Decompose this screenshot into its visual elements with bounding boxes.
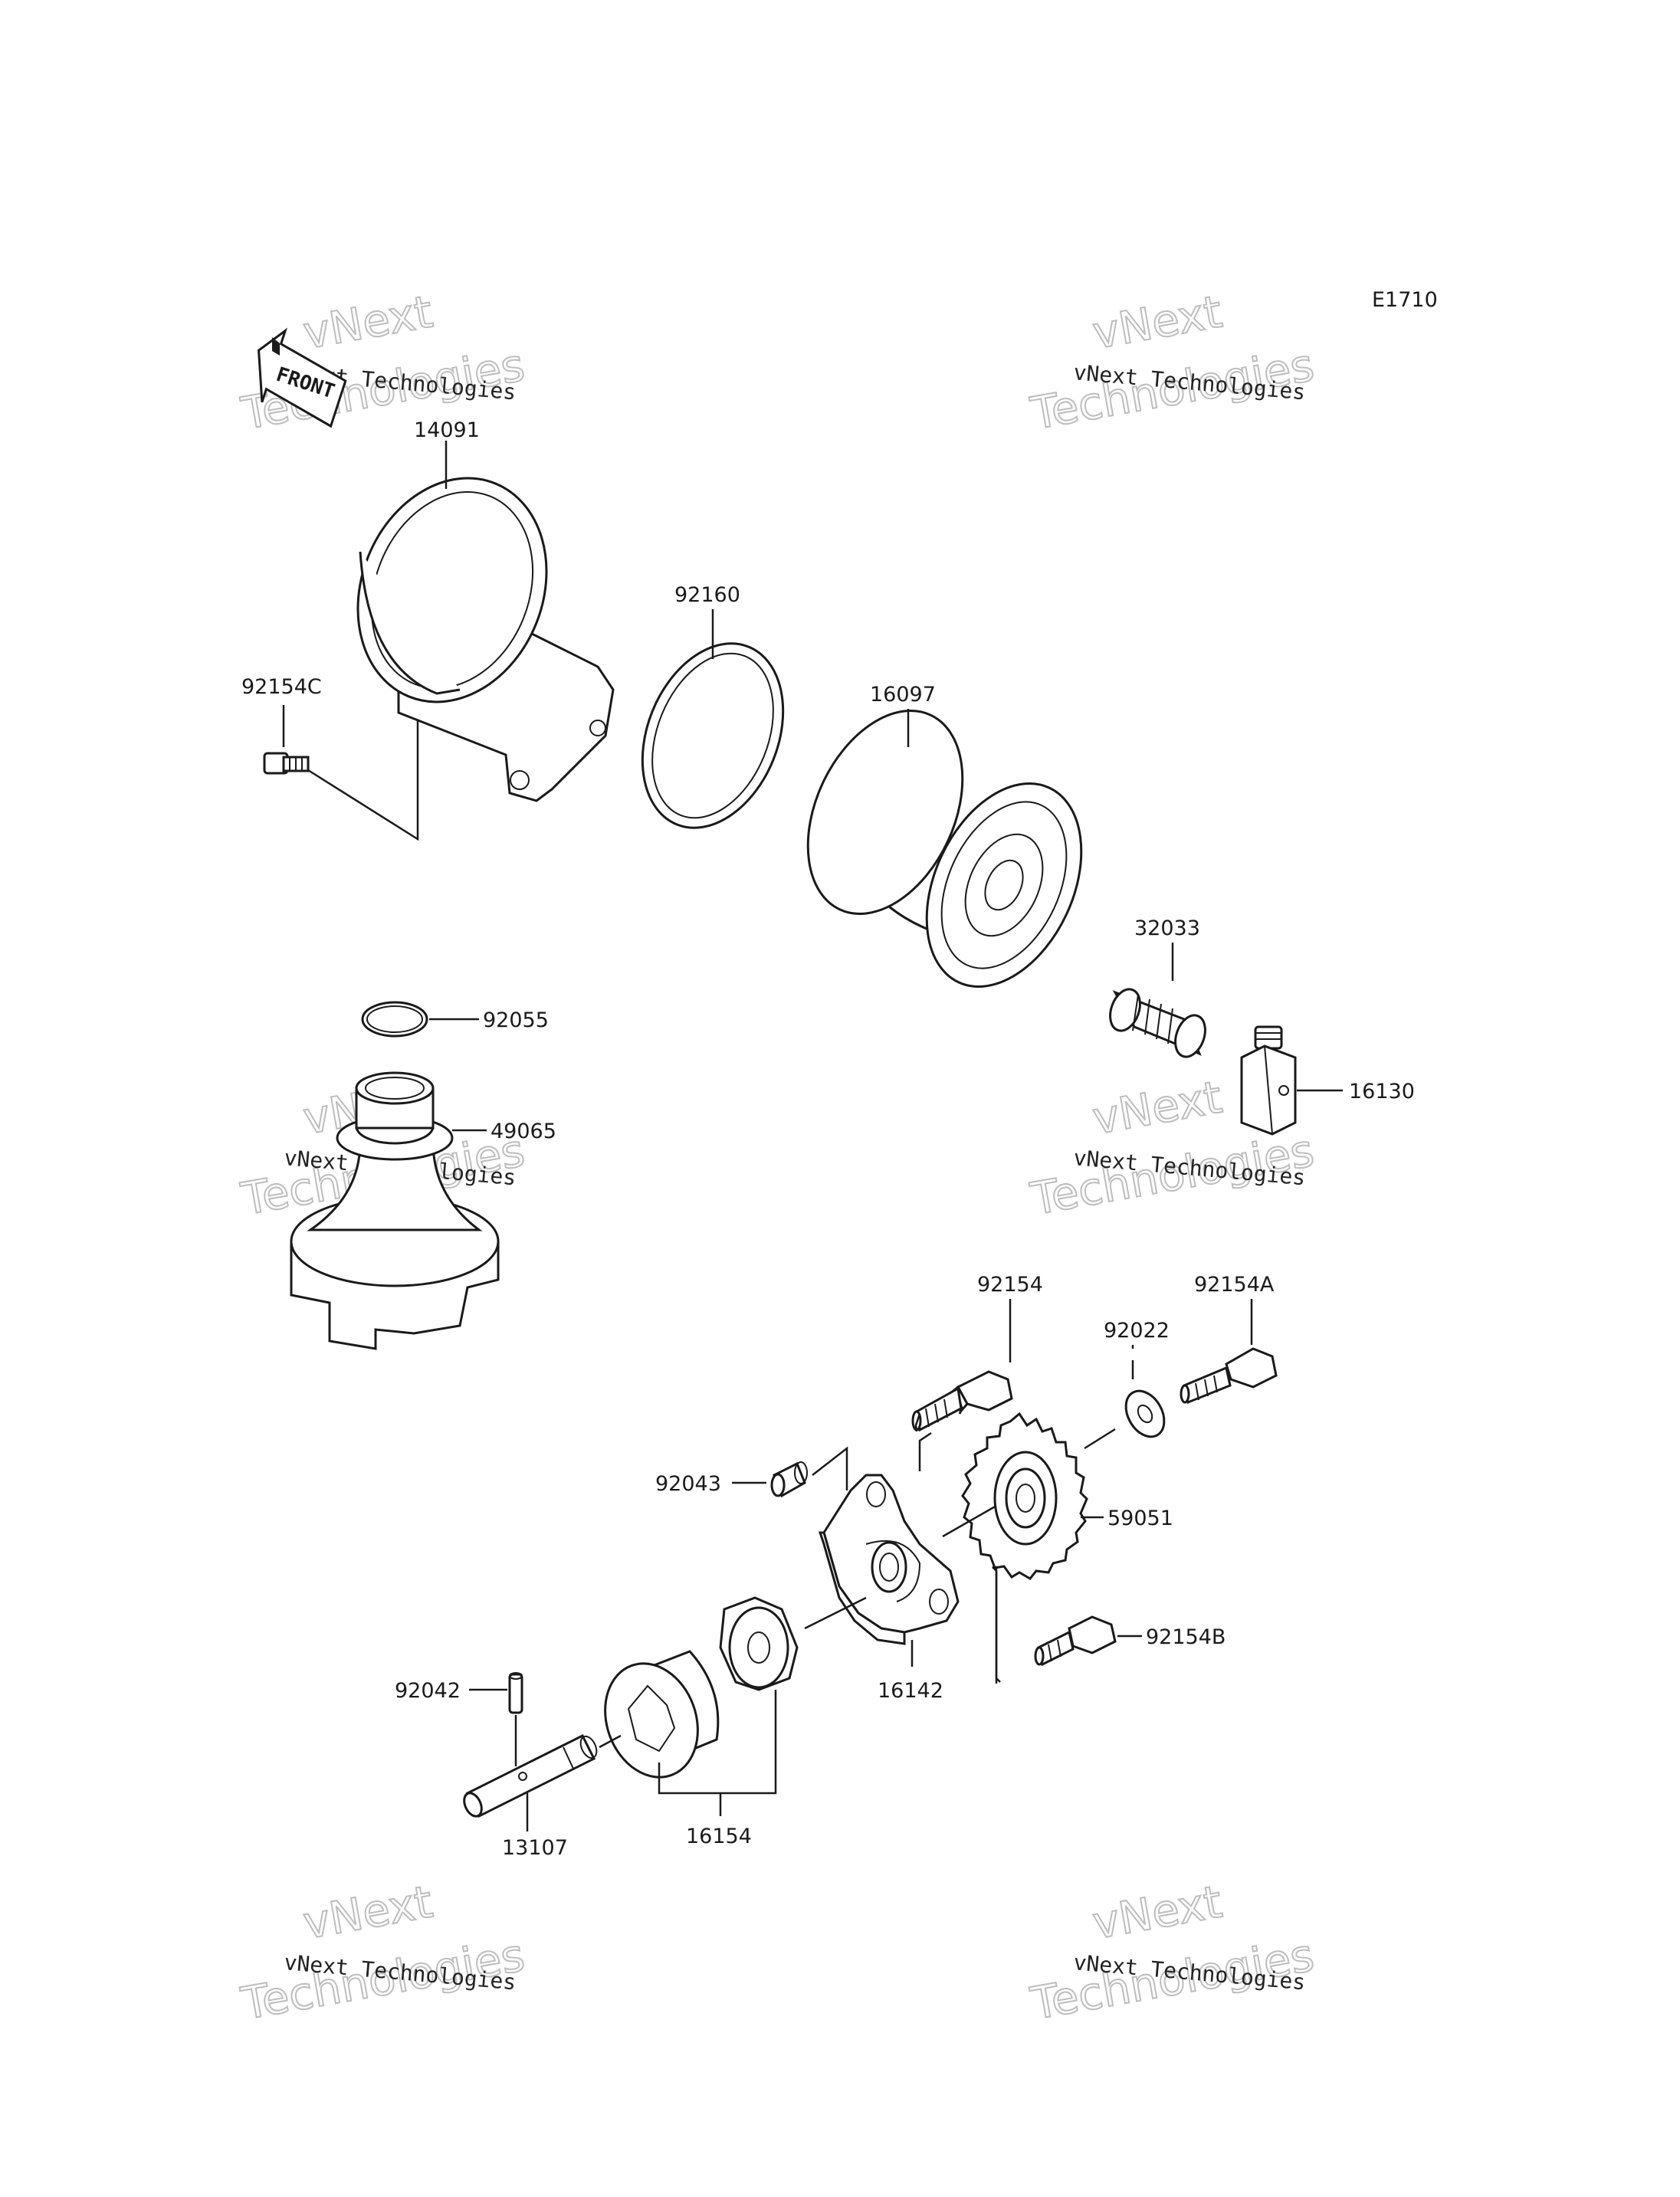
part-label-49065: 49065 [491,1120,556,1143]
part-label-16097: 16097 [870,683,936,707]
watermark-bottom-left: vNext Technologies vNext Technologies [237,1874,530,2031]
part-label-92154B: 92154B [1146,1625,1226,1649]
part-label-92154A: 92154A [1194,1273,1275,1297]
watermark-line1: vNext [1089,1071,1226,1144]
diagram-code: E1710 [1372,288,1438,312]
spring-32033 [1109,943,1206,1058]
bolt-92154 [911,1299,1013,1471]
oring-92055 [361,1001,479,1038]
bolt-92154A [1180,1299,1278,1405]
shaft-13107 [463,1733,622,1831]
watermark-line1: vNext [1089,1875,1226,1949]
pin-92042 [469,1672,523,1766]
part-label-13107: 13107 [502,1836,568,1860]
oring-92160 [641,609,785,829]
oil-filter-16097 [806,709,1083,988]
part-label-92043: 92043 [655,1472,721,1496]
oil-pipe-49065 [290,1071,500,1350]
part-label-92154C: 92154C [241,675,322,699]
front-arrow-icon: FRONT [258,327,347,428]
watermark-top-right: vNext Technologies vNext Technologies [1026,284,1319,441]
filter-housing-14091 [356,441,615,802]
pump-rotor-16154 [604,1596,867,1816]
part-label-92055: 92055 [483,1008,549,1032]
gear-59051 [942,1412,1104,1580]
watermark-line1: vNext [1089,285,1226,359]
part-label-92042: 92042 [395,1679,461,1703]
bolt-92154C [263,705,419,841]
part-label-32033: 32033 [1134,917,1200,940]
part-label-16142: 16142 [878,1679,943,1703]
watermark-bottom-right: vNext Technologies vNext Technologies [1026,1874,1319,2031]
pump-cover-16142 [818,1474,960,1667]
watermark-line1: vNext [300,1875,437,1949]
bolt-92154B [992,1566,1142,1684]
part-label-59051: 59051 [1107,1507,1173,1530]
part-label-92160: 92160 [674,583,740,607]
part-label-14091: 14091 [414,418,480,442]
part-label-92154: 92154 [977,1273,1043,1297]
washer-92022 [1084,1345,1166,1450]
relief-valve-16130 [1240,1025,1343,1136]
dowel-92043 [732,1446,848,1498]
part-label-16130: 16130 [1349,1080,1415,1103]
part-label-16154: 16154 [686,1825,752,1848]
part-label-92022: 92022 [1104,1319,1170,1343]
watermark-line1: vNext [300,285,437,359]
